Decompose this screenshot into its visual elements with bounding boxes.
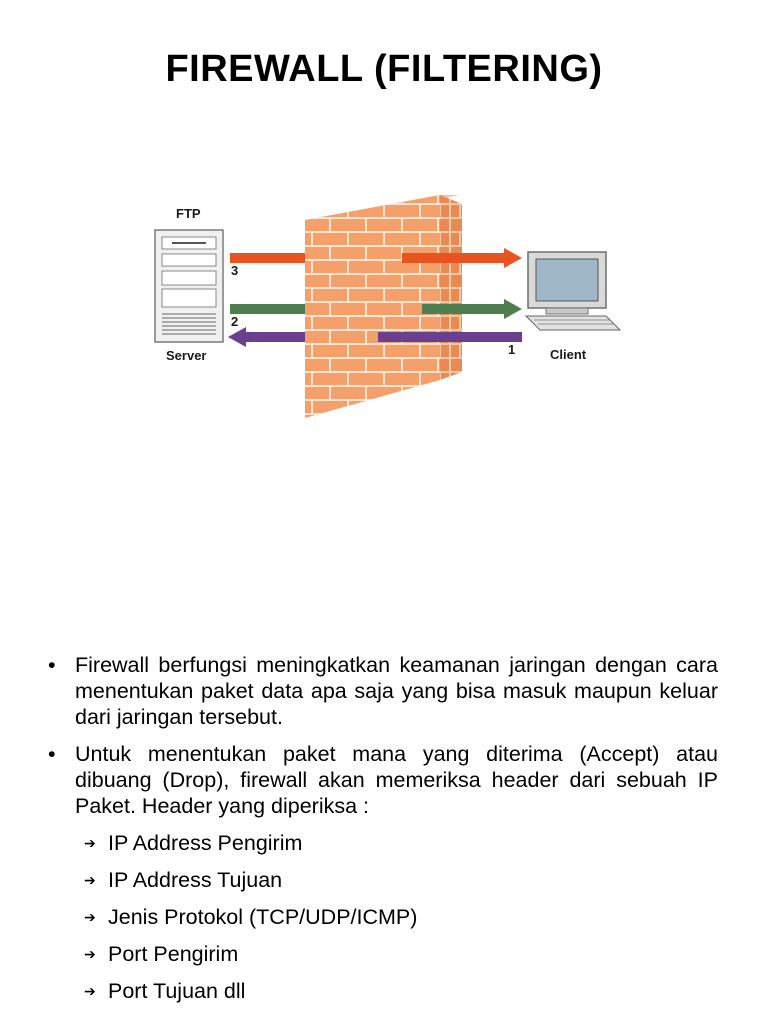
arrow-1-left	[228, 327, 310, 347]
arrow-1-right	[378, 332, 522, 342]
sub-list-item: ➔ IP Address Pengirim	[38, 830, 718, 856]
bullet-item: • Untuk menentukan paket mana yang diter…	[38, 741, 718, 819]
sub-item-text: Port Tujuan dll	[108, 979, 246, 1003]
server-icon	[154, 229, 224, 343]
client-computer-icon	[524, 251, 622, 331]
sub-item-text: IP Address Pengirim	[108, 831, 303, 855]
sub-item-text: Jenis Protokol (TCP/UDP/ICMP)	[108, 905, 418, 929]
sub-list-item: ➔ IP Address Tujuan	[38, 867, 718, 893]
sub-list-item: ➔ Jenis Protokol (TCP/UDP/ICMP)	[38, 904, 718, 930]
slide-title: FIREWALL (FILTERING)	[165, 48, 603, 90]
arrow-bullet-icon: ➔	[84, 946, 96, 962]
sub-item-text: Port Pengirim	[108, 942, 239, 966]
arrow-3-left	[230, 253, 310, 263]
arrow-2-label: 2	[231, 314, 238, 329]
arrow-2-left	[230, 304, 310, 314]
arrow-bullet-icon: ➔	[84, 983, 96, 999]
bullet-dot-icon: •	[48, 653, 56, 677]
arrow-1-label: 1	[508, 342, 515, 357]
sub-item-text: IP Address Tujuan	[108, 868, 283, 892]
arrow-2-right	[422, 299, 522, 319]
sub-list-item: ➔ Port Pengirim	[38, 941, 718, 967]
bullet-dot-icon: •	[48, 742, 56, 766]
server-top-label: FTP	[176, 206, 201, 221]
arrow-bullet-icon: ➔	[84, 909, 96, 925]
arrow-3-right	[402, 248, 522, 268]
bullet-item: • Firewall berfungsi meningkatkan keaman…	[38, 652, 718, 730]
arrow-bullet-icon: ➔	[84, 835, 96, 851]
bullet-text: Firewall berfungsi meningkatkan keamanan…	[75, 653, 718, 729]
firewall-diagram: FTP Server 3 2 1	[150, 190, 630, 420]
server-bottom-label: Server	[166, 348, 206, 363]
bullet-text: Untuk menentukan paket mana yang diterim…	[75, 742, 718, 818]
bullet-list: • Firewall berfungsi meningkatkan keaman…	[38, 652, 718, 1015]
arrow-3-label: 3	[231, 263, 238, 278]
arrow-bullet-icon: ➔	[84, 872, 96, 888]
client-label: Client	[550, 347, 587, 362]
sub-list-item: ➔ Port Tujuan dll	[38, 978, 718, 1004]
